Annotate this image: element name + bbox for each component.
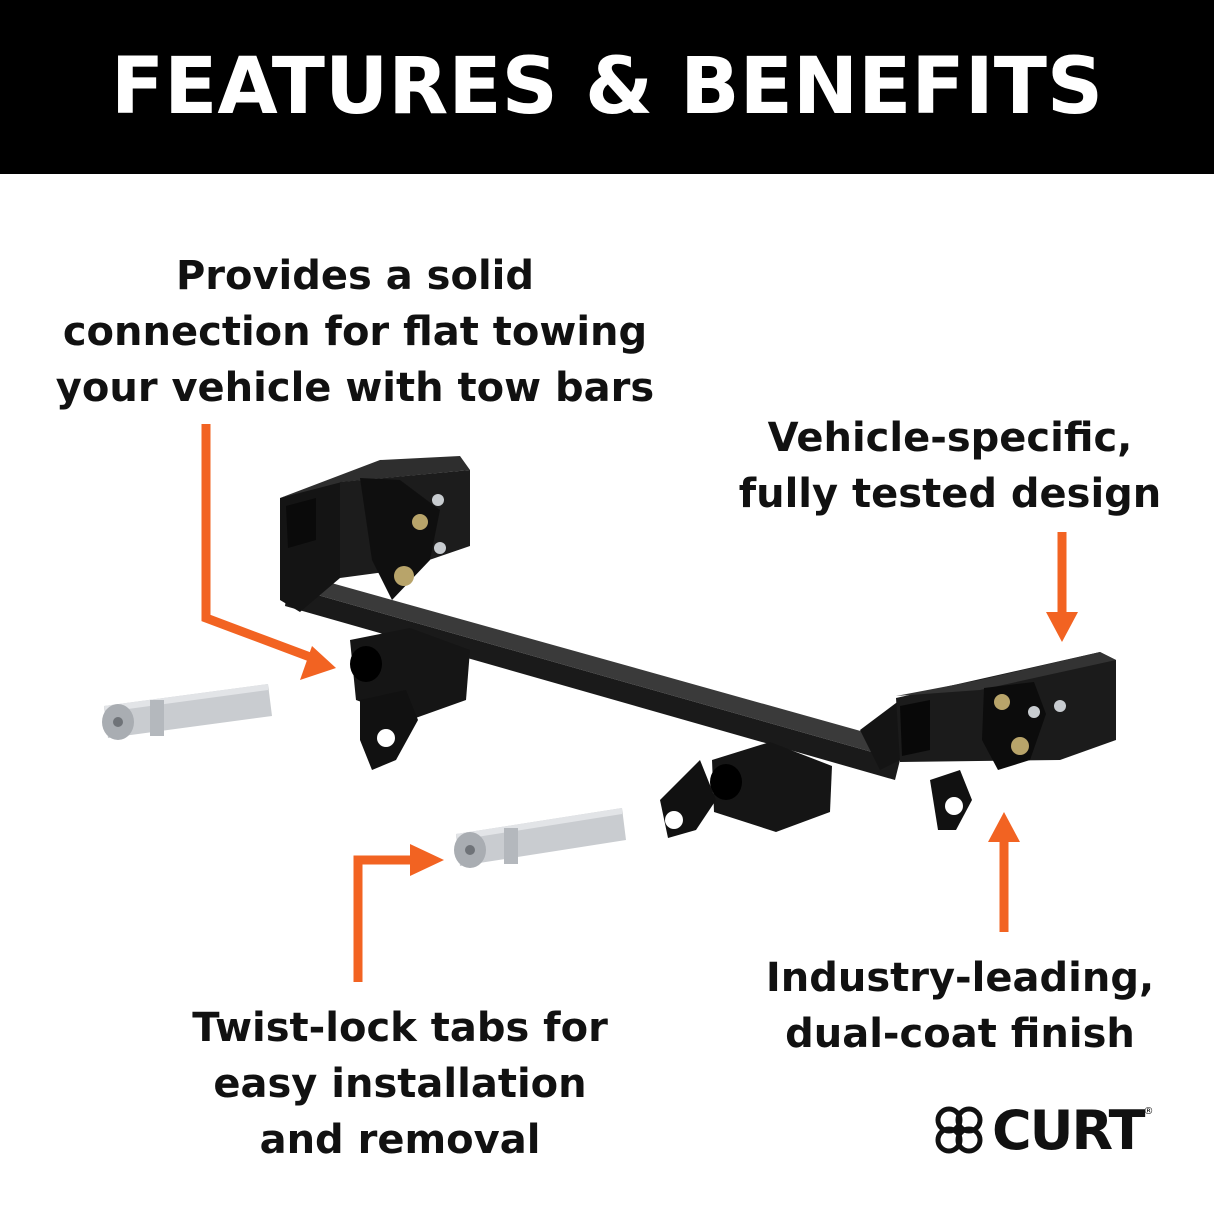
arrowhead-icon [410,844,444,876]
callout-vehicle-specific: Vehicle-specific, fully tested design [738,415,1162,517]
arrowhead-icon [988,812,1020,842]
arrowhead-icon [1046,612,1078,642]
callout-finish: Industry-leading, dual-coat finish [765,955,1155,1057]
curt-emblem-icon [935,1106,983,1154]
arrow-twist-lock [353,855,412,982]
arrows [201,424,1067,982]
tab-left [102,684,272,740]
callout-solid-connection: Provides a solid connection for flat tow… [55,253,655,411]
arrow-solid-connection [201,424,320,665]
brand-logo: CURT ® [932,1098,1153,1162]
twist-lock-tabs [102,684,626,868]
brand-name: CURT [992,1098,1145,1162]
arrow-heads [300,612,1078,876]
page-title: FEATURES & BENEFITS [110,42,1104,132]
base-plate [280,456,1116,838]
tab-right [454,808,626,868]
callout-twist-lock: Twist-lock tabs for easy installation an… [192,1005,608,1163]
header-banner: FEATURES & BENEFITS [0,0,1214,174]
arrowhead-icon [300,646,336,680]
registered-mark: ® [1143,1106,1154,1117]
